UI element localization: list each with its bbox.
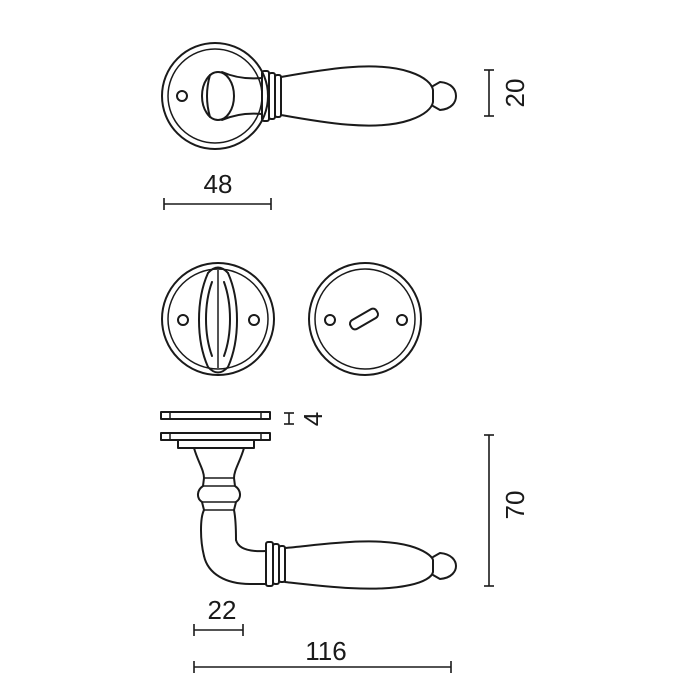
top-view-handle bbox=[161, 42, 457, 150]
dimension-rosette-width: 48 bbox=[163, 169, 272, 210]
dimension-handle-thickness: 20 bbox=[484, 69, 530, 117]
dimension-label-4: 4 bbox=[298, 412, 328, 426]
dimension-label-70: 70 bbox=[500, 491, 530, 520]
front-rosette-handle-side bbox=[161, 262, 275, 376]
side-view-rosette-plates bbox=[160, 411, 271, 449]
dimension-label-20: 20 bbox=[500, 79, 530, 108]
side-view-handle bbox=[193, 447, 457, 590]
dimension-label-116: 116 bbox=[305, 636, 346, 666]
dimension-label-48: 48 bbox=[204, 169, 233, 199]
dimension-neck-width: 22 bbox=[193, 595, 244, 636]
dimension-handle-length: 116 bbox=[193, 636, 452, 673]
front-rosette-privacy-turn bbox=[308, 262, 422, 376]
dimension-rosette-thickness: 4 bbox=[284, 412, 328, 426]
dimension-handle-height: 70 bbox=[484, 434, 530, 587]
dimension-label-22: 22 bbox=[208, 595, 237, 625]
